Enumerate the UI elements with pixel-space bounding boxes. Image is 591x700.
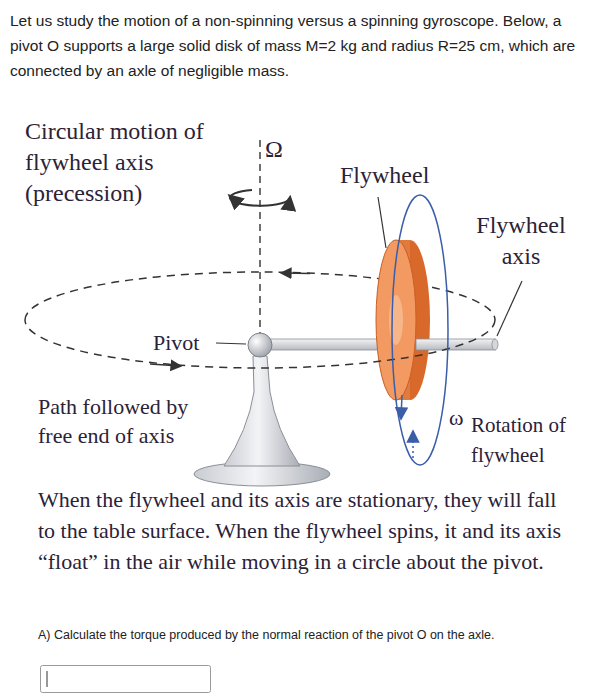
precession-label: Circular motion of flywheel axis (preces… (25, 116, 207, 209)
question-text: A) Calculate the torque produced by the … (38, 626, 583, 644)
description-text: When the flywheel and its axis are stati… (38, 484, 573, 577)
precession-arrow (230, 190, 290, 206)
flywheel-hub (389, 295, 403, 345)
precession-axis (259, 140, 260, 335)
omega-precession-symbol: Ω (265, 134, 295, 164)
rotation-arrow (412, 432, 414, 458)
path-ellipse-front (25, 320, 495, 368)
leader-line (216, 343, 246, 344)
rotation-label: Rotation of flywheel (471, 410, 585, 470)
rotation-arrow (401, 395, 402, 418)
pivot-ball (248, 333, 272, 357)
precession-arrow-head (230, 196, 238, 203)
flywheel-axis-label: Flywheel axis (462, 210, 580, 272)
path-arrow (282, 272, 310, 274)
text-cursor (47, 671, 48, 687)
pivot-label: Pivot (153, 329, 215, 357)
axle (260, 339, 396, 350)
answer-input (41, 666, 211, 693)
rotation-loop (392, 195, 448, 465)
omega-spin-symbol: ω (449, 404, 471, 432)
path-arrow (150, 364, 180, 366)
problem-text: Let us study the motion of a non-spinnin… (10, 8, 586, 83)
axle-end (416, 339, 495, 350)
path-label: Path followed by free end of axis (38, 392, 190, 450)
axle-cap (492, 339, 498, 350)
flywheel-label: Flywheel (340, 160, 450, 190)
stand-column (224, 356, 300, 466)
leader-line (497, 281, 522, 336)
leader-line (378, 197, 386, 248)
